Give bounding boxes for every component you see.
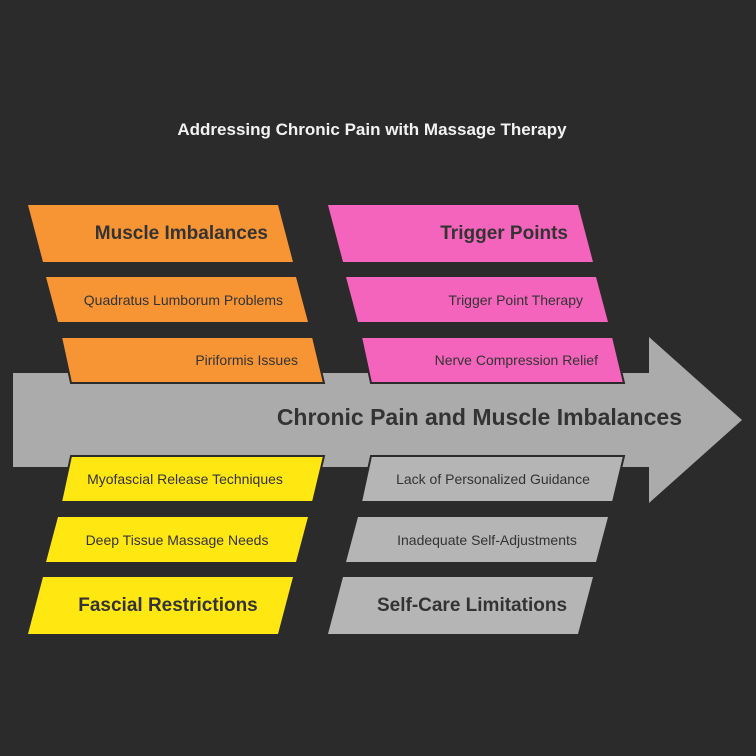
category-label: Trigger Points: [440, 222, 568, 244]
category-box-fascial-restrictions: [28, 577, 293, 634]
cause-label: Lack of Personalized Guidance: [396, 471, 590, 487]
cause-box-self-adjustments: [346, 517, 608, 562]
cause-box-trigger-point-therapy: [346, 277, 608, 322]
category-label: Self-Care Limitations: [376, 594, 568, 616]
cause-box-piriformis: [59, 336, 326, 384]
category-box-trigger-points: [328, 205, 593, 262]
category-box-self-care: [328, 577, 593, 634]
cause-label: Nerve Compression Relief: [434, 352, 598, 368]
cause-label: Piriformis Issues: [195, 352, 298, 368]
spine-label: Chronic Pain and Muscle Imbalances: [276, 404, 682, 430]
cause-box-nerve-compression: [359, 336, 626, 384]
cause-box-myofascial-release: [59, 455, 326, 503]
cause-box-quadratus-lumborum: [46, 277, 308, 322]
category-label: Fascial Restrictions: [78, 594, 258, 616]
cause-label: Quadratus Lumborum Problems: [83, 291, 283, 308]
cause-label: Trigger Point Therapy: [448, 291, 583, 308]
cause-label: Myofascial Release Techniques: [87, 471, 283, 487]
category-label: Muscle Imbalances: [94, 222, 268, 244]
category-box-muscle-imbalances: [28, 205, 293, 262]
cause-box-deep-tissue: [46, 517, 308, 562]
cause-label: Inadequate Self-Adjustments: [397, 531, 577, 548]
cause-label: Deep Tissue Massage Needs: [85, 531, 269, 548]
cause-box-personalized-guidance: [359, 455, 626, 503]
diagram-title: Addressing Chronic Pain with Massage The…: [177, 120, 567, 139]
